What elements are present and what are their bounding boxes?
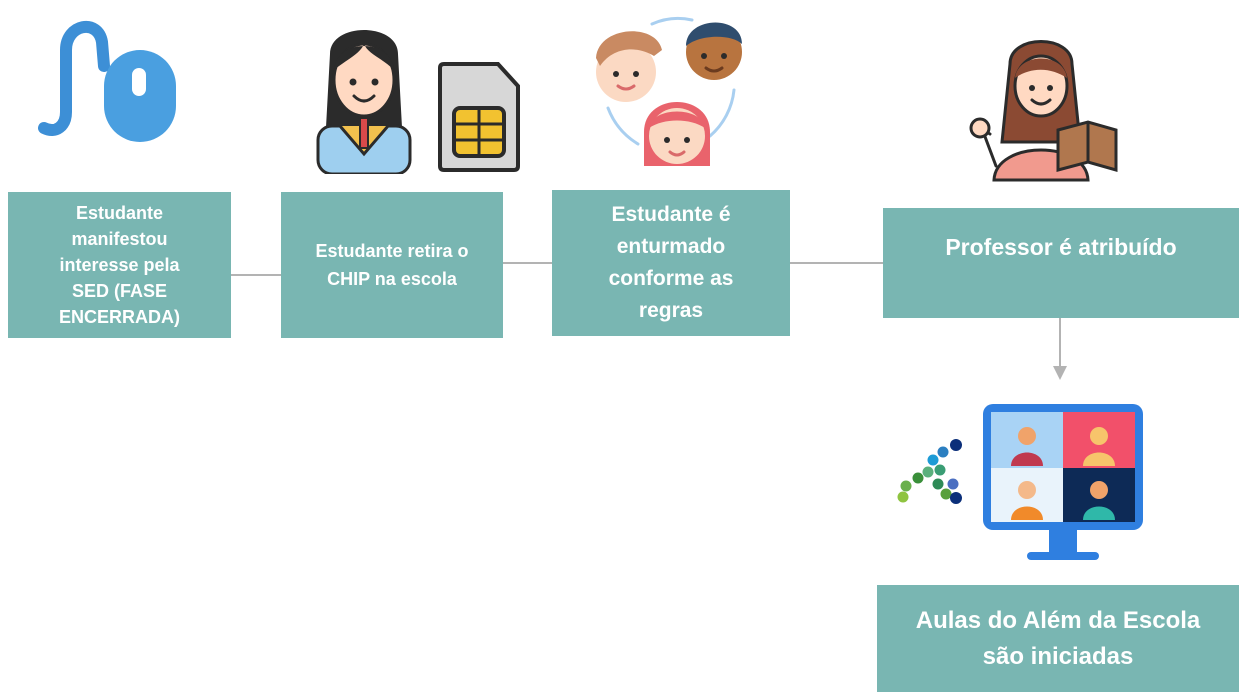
- student-group-icon: [596, 17, 742, 166]
- dots-logo-icon: [897, 439, 962, 504]
- connector-1-2: [230, 274, 282, 276]
- video-conference-monitor-icon: [983, 404, 1143, 560]
- step-label-2: Estudante retira o CHIP na escola: [315, 241, 469, 289]
- step-label-4: Professor é atribuído: [945, 234, 1177, 260]
- arrowhead-down-icon: [1053, 366, 1067, 380]
- step-label-1: Estudante manifestou interesse pela SED …: [59, 203, 180, 327]
- student-icon: [316, 30, 412, 174]
- step-box-2: Estudante retira o CHIP na escola: [281, 192, 503, 338]
- step-label-3: Estudante é enturmado conforme as regras: [608, 203, 734, 322]
- step-box-3: Estudante é enturmado conforme as regras: [552, 190, 790, 336]
- connector-4-5: [1059, 318, 1061, 368]
- step-box-1: Estudante manifestou interesse pela SED …: [8, 192, 231, 338]
- connector-2-3: [502, 262, 552, 264]
- sim-chip-icon: [438, 62, 520, 172]
- step-label-5: Aulas do Além da Escola são iniciadas: [915, 606, 1201, 670]
- teacher-icon: [969, 40, 1118, 182]
- step-box-4: Professor é atribuído: [883, 208, 1239, 318]
- step-box-5: Aulas do Além da Escola são iniciadas: [877, 585, 1239, 692]
- connector-3-4: [790, 262, 883, 264]
- mouse-icon: [38, 20, 176, 142]
